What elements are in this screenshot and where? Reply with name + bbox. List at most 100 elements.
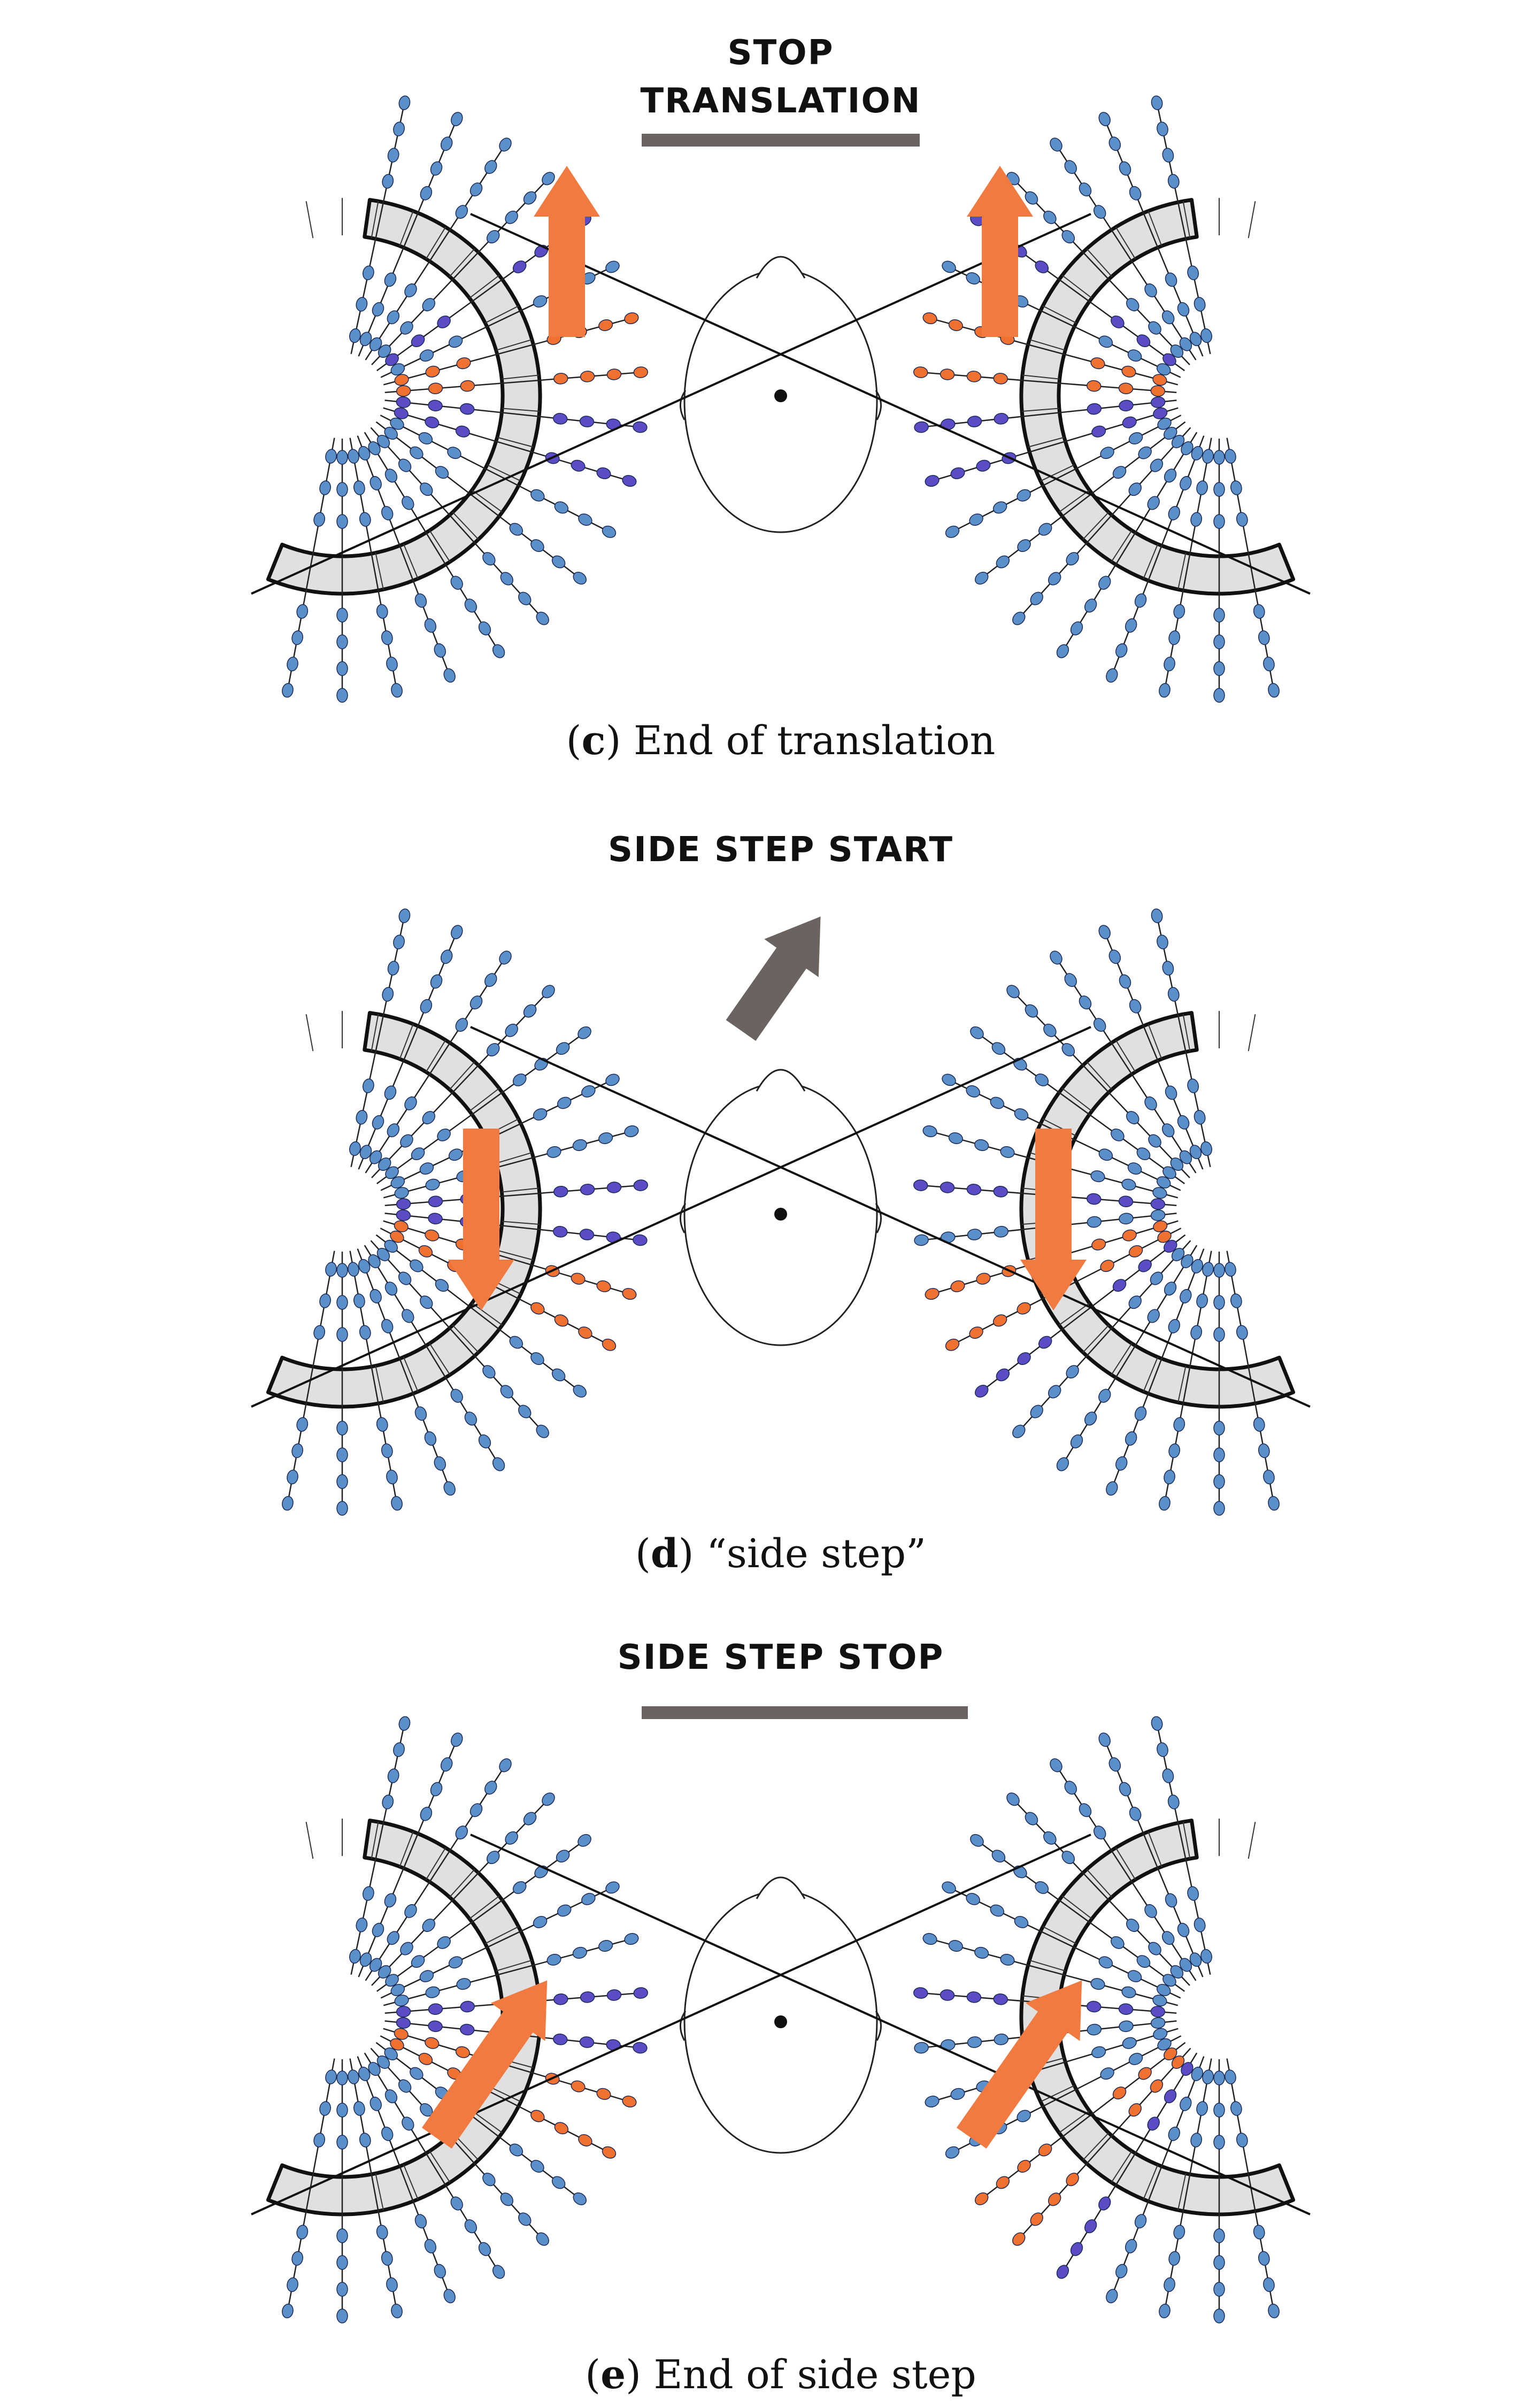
focus-dot bbox=[580, 1991, 595, 2003]
focus-dot bbox=[1190, 512, 1203, 527]
focus-dot bbox=[1038, 1336, 1052, 1349]
focus-dot bbox=[1202, 1262, 1214, 1277]
right-motion-arrow bbox=[967, 166, 1033, 337]
focus-dot bbox=[1168, 1318, 1180, 1333]
housing-tick bbox=[399, 211, 414, 247]
focus-dot bbox=[1168, 505, 1180, 520]
focus-dot bbox=[1147, 496, 1160, 510]
housing-tick bbox=[375, 2173, 384, 2211]
focus-dot bbox=[1100, 2067, 1114, 2080]
focus-dot bbox=[1070, 2242, 1083, 2256]
focus-dot bbox=[359, 1145, 372, 1160]
focus-dot bbox=[1043, 1023, 1057, 1037]
beam-line bbox=[251, 1026, 1091, 1408]
focus-dot bbox=[1134, 2214, 1147, 2229]
focus-dot bbox=[1213, 688, 1225, 703]
focus-dot bbox=[419, 1970, 434, 1983]
focus-dot bbox=[1258, 2251, 1270, 2266]
focus-dot bbox=[1213, 2309, 1225, 2323]
focus-dot bbox=[1087, 2023, 1102, 2036]
focus-dot bbox=[1148, 321, 1161, 335]
focus-dot bbox=[424, 2239, 437, 2253]
beam-line bbox=[470, 1026, 1311, 1408]
housing-tick bbox=[1059, 1302, 1090, 1326]
focus-dot bbox=[596, 467, 611, 479]
focus-dot bbox=[948, 319, 963, 331]
focus-dot bbox=[1151, 95, 1163, 110]
housing-tick bbox=[305, 1822, 314, 1859]
right-motion-arrow-shape bbox=[1020, 1129, 1087, 1310]
focus-dot bbox=[349, 1949, 361, 1964]
focus-dot bbox=[420, 482, 433, 496]
focus-dot bbox=[518, 1405, 532, 1418]
focus-dot bbox=[533, 295, 548, 308]
left-motion-arrow bbox=[421, 1980, 548, 2149]
focus-dot bbox=[381, 2126, 394, 2141]
focus-dot bbox=[1157, 934, 1168, 949]
focus-dot bbox=[1200, 1949, 1212, 1964]
focus-dot bbox=[1151, 1716, 1163, 1731]
housing-tick bbox=[1115, 227, 1136, 259]
focus-dot bbox=[372, 302, 384, 317]
beam-line bbox=[251, 1834, 1091, 2215]
focus-dot bbox=[994, 2034, 1008, 2045]
focus-dot bbox=[398, 458, 412, 472]
focus-dot bbox=[1258, 630, 1270, 645]
focus-dot bbox=[398, 95, 411, 110]
focus-dot bbox=[533, 1916, 548, 1928]
focus-dot bbox=[384, 1085, 397, 1100]
focus-dot bbox=[1168, 1443, 1181, 1458]
focus-dot bbox=[455, 205, 468, 219]
focus-dot bbox=[400, 1134, 413, 1148]
housing-tick bbox=[429, 2151, 451, 2183]
focus-dot bbox=[1177, 1115, 1190, 1130]
focus-dot bbox=[381, 2251, 393, 2266]
focus-dot bbox=[1118, 382, 1134, 395]
focus-dot bbox=[336, 1327, 348, 1342]
focus-dot bbox=[1093, 205, 1106, 219]
focus-dot bbox=[450, 2196, 463, 2211]
focus-dot bbox=[1162, 961, 1174, 976]
focus-dot bbox=[499, 137, 512, 152]
focus-dot bbox=[394, 1220, 409, 1232]
focus-dot bbox=[1156, 1176, 1171, 1188]
focus-dot bbox=[1165, 272, 1177, 287]
focus-dot bbox=[1150, 1271, 1164, 1285]
focus-dot bbox=[1017, 539, 1031, 552]
focus-dot bbox=[1173, 1417, 1185, 1432]
focus-dot bbox=[1150, 396, 1166, 408]
focus-dot bbox=[358, 1259, 371, 1274]
focus-dot bbox=[1030, 592, 1043, 605]
housing-tick bbox=[1148, 1831, 1162, 1867]
housing-tick bbox=[1111, 2151, 1133, 2183]
focus-dot bbox=[1194, 297, 1206, 312]
heading-underline-bar bbox=[642, 1706, 968, 1719]
panel-e: SIDE STEP STOP(e) End of side step bbox=[251, 1638, 1311, 2398]
focus-dot bbox=[551, 2176, 566, 2189]
focus-dot bbox=[913, 366, 928, 378]
focus-dot bbox=[1225, 449, 1236, 464]
focus-dot bbox=[313, 2133, 326, 2148]
panel-heading: SIDE STEP STOP bbox=[618, 1638, 944, 1677]
focus-dot bbox=[282, 682, 294, 698]
focus-dot bbox=[622, 1288, 637, 1300]
focus-dot bbox=[378, 1965, 391, 1979]
housing-tick bbox=[472, 489, 503, 513]
focus-dot bbox=[1050, 1758, 1062, 1773]
focus-dot bbox=[382, 174, 394, 189]
focus-dot bbox=[1025, 1812, 1038, 1826]
focus-dot bbox=[530, 489, 545, 502]
focus-dot bbox=[396, 2006, 411, 2018]
focus-dot bbox=[396, 396, 411, 408]
focus-dot bbox=[394, 374, 409, 386]
focus-dot bbox=[1043, 210, 1057, 224]
focus-dot bbox=[368, 1254, 381, 1269]
focus-dot bbox=[974, 2192, 989, 2205]
focus-dot bbox=[418, 1245, 433, 1257]
focus-dot bbox=[396, 1198, 411, 1210]
left-ear bbox=[680, 2011, 687, 2041]
focus-dot bbox=[1168, 630, 1181, 645]
focus-dot bbox=[950, 2088, 965, 2100]
focus-dot bbox=[966, 371, 982, 382]
